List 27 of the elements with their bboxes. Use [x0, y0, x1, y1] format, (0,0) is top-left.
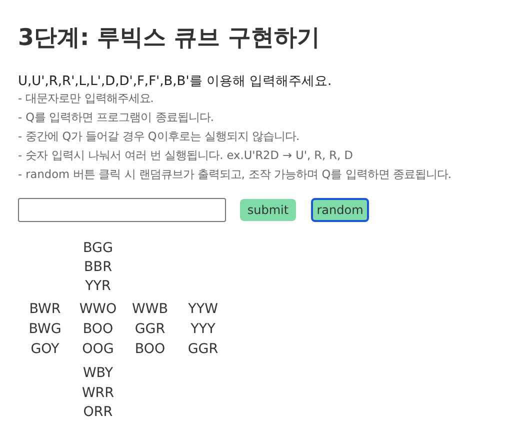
instruction-note: - 숫자 입력시 나눠서 여러 번 실행됩니다. ex.U'R2D → U', R, R, D	[18, 148, 353, 163]
cube-face-row: WRR	[82, 385, 114, 401]
cube-face-row: WWO	[79, 301, 117, 317]
cube-face-row: YYY	[190, 321, 216, 337]
cube-face-row: YYR	[85, 278, 111, 294]
cube-face-row: ORR	[83, 404, 113, 420]
instruction-note: - Q를 입력하면 프로그램이 종료됩니다.	[18, 110, 214, 125]
cube-face-row: GGR	[188, 341, 218, 357]
cube-face-row: BBR	[84, 259, 112, 275]
cube-face-row: GOY	[30, 341, 60, 357]
cube-face-row: BGG	[83, 240, 113, 256]
instruction-note: - 중간에 Q가 들어갈 경우 Q이후로는 실행되지 않습니다.	[18, 129, 300, 144]
cube-face-row: BWG	[28, 321, 62, 337]
page-title: 3단계: 루빅스 큐브 구현하기	[18, 24, 320, 53]
random-button: random	[311, 198, 369, 222]
cube-face-row: BOO	[82, 321, 114, 337]
submit-button: submit	[240, 199, 296, 221]
cube-face-row: BWR	[29, 301, 61, 317]
cube-face-row: GGR	[134, 321, 166, 337]
cube-face-row: WBY	[82, 365, 114, 381]
instruction-note: - random 버튼 클릭 시 랜덤큐브가 출력되고, 조작 가능하며 Q를 입력하면 종료됩니다.	[18, 167, 452, 182]
cube-face-row: YYW	[188, 301, 218, 317]
cube-face-row: WWB	[132, 301, 168, 317]
cube-face-row: OOG	[82, 341, 114, 357]
instruction-text: U,U',R,R',L,L',D,D',F,F',B,B'를 이용해 입력해주세요.	[18, 73, 332, 90]
cube-face-row: BOO	[134, 341, 166, 357]
instruction-note: - 대문자로만 입력해주세요.	[18, 91, 154, 106]
